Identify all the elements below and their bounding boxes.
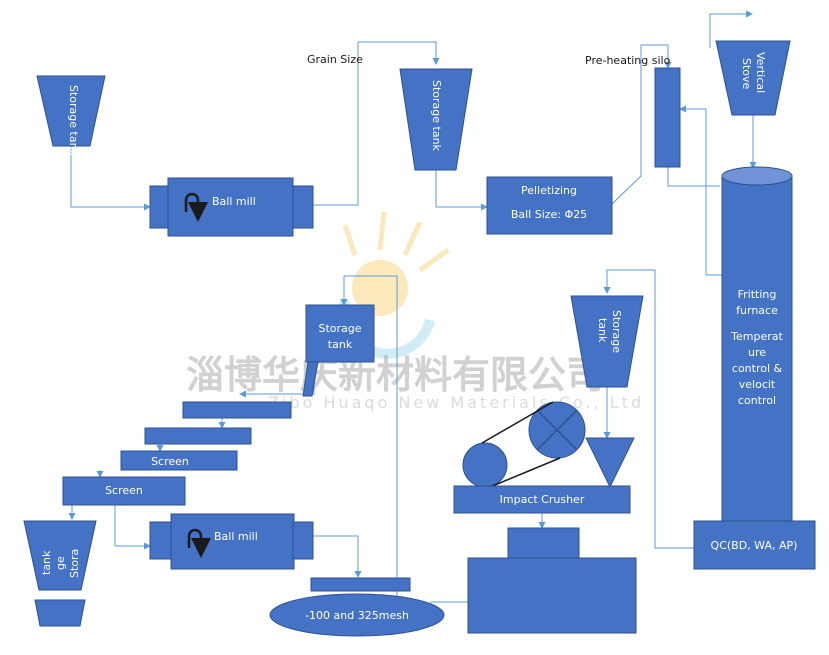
connector-ballmill1-to-tank2 [313, 41, 440, 206]
temperature-control-label-2: ure [748, 346, 766, 359]
ball-size-label: Ball Size: Φ25 [511, 208, 587, 221]
storage-tank-5-label-3: tank [40, 550, 53, 575]
temperature-control-label-4: velocit [739, 378, 776, 391]
fritting-furnace-label-1: Fritting [738, 288, 777, 301]
storage-tank-4-label-2: tank [328, 338, 353, 351]
storage-tank-1: Storage tank [36, 75, 106, 157]
mesh-label: -100 and 325mesh [305, 609, 409, 622]
ball-mill-2: Ball mill [149, 513, 314, 570]
ball-mill-1: Ball mill [149, 177, 314, 237]
temperature-control-label-5: control [738, 394, 776, 407]
watermark-chinese: 淄博华庆新材料有限公司 [186, 353, 604, 397]
fritting-furnace: Fritting furnace Temperat ure control & … [721, 166, 793, 522]
ball-mill-1-label: Ball mill [212, 195, 256, 208]
vertical-stove-label-1: Vertical [754, 52, 767, 93]
connector-ballmill2-to-collector [313, 535, 362, 578]
storage-tank-4: Storage tank [302, 304, 375, 397]
crusher-belt-bottom [489, 457, 561, 488]
crusher-pulley [462, 442, 508, 488]
preheating-silo [654, 67, 681, 168]
screen-1-label: Screen [151, 455, 189, 468]
storage-tank-2-label: Storage tank [430, 80, 443, 152]
ball-mill-2-label: Ball mill [214, 530, 258, 543]
storage-tank-4-chute [302, 361, 319, 397]
temperature-control-label-3: control & [732, 362, 783, 375]
storage-tank-5-bottom [34, 599, 86, 627]
connector-tank2-to-pelletizing [435, 170, 488, 211]
qc-box: QC(BD, WA, AP) [693, 520, 816, 570]
storage-tank-5-label-2: ge [54, 556, 67, 570]
rotation-icon [184, 192, 208, 222]
storage-tank-3-label-1: Storage [610, 310, 623, 353]
storage-tank-5: Stora ge tank [23, 520, 97, 591]
connector-pelletizing-to-silo [611, 44, 672, 205]
vertical-stove-label-2: Stove [740, 58, 753, 90]
rotation-icon [187, 528, 211, 558]
temperature-control-label-1: Temperat [730, 330, 783, 343]
crusher-base-top [507, 527, 580, 559]
crusher-belt-top [481, 401, 554, 444]
preheating-silo-label: Pre-heating silo [585, 54, 671, 67]
vertical-stove: Vertical Stove [715, 40, 791, 116]
connector-to-vertical-stove [709, 10, 753, 48]
fritting-furnace-label-2: furnace [736, 304, 778, 317]
impact-crusher-label: Impact Crusher [500, 493, 585, 506]
mesh-product: -100 and 325mesh [269, 593, 445, 637]
collector-tray [310, 577, 411, 592]
connector-furnace-to-silo [679, 105, 707, 275]
screen-deck-2 [144, 427, 252, 445]
screen-2: Screen [62, 476, 186, 506]
crusher-hopper [585, 437, 635, 489]
connector-qc-to-tank3 [603, 269, 720, 549]
connector-mesh-to-tank4 [340, 275, 398, 602]
connectors [68, 10, 757, 603]
screen-deck-1 [182, 401, 292, 419]
storage-tank-3-label-2: tank [596, 318, 609, 343]
pelletizing-box: Pelletizing Ball Size: Φ25 [486, 176, 613, 235]
connector-tank1-to-ballmill1 [70, 146, 151, 211]
connector-screen2-to-ballmill2 [114, 505, 151, 550]
screen-2-label: Screen [105, 484, 143, 497]
storage-tank-1-label: Storage tank [67, 85, 80, 157]
storage-tank-2: Storage tank [399, 68, 473, 171]
impact-crusher: Impact Crusher [453, 401, 635, 514]
storage-tank-5-label-1: Stora [68, 549, 81, 578]
connector-silo-to-furnace [667, 167, 720, 187]
pelletizing-label: Pelletizing [521, 184, 577, 197]
storage-tank-4-label-1: Storage [318, 322, 361, 335]
storage-tank-3: Storage tank [570, 295, 644, 388]
crusher-base [467, 557, 637, 634]
screen-1: Screen [120, 450, 238, 471]
grain-size-label: Grain Size [307, 53, 363, 66]
watermark-english: Zibo Huaqo New Materials Co., Ltd [268, 393, 644, 412]
qc-label: QC(BD, WA, AP) [711, 539, 798, 552]
